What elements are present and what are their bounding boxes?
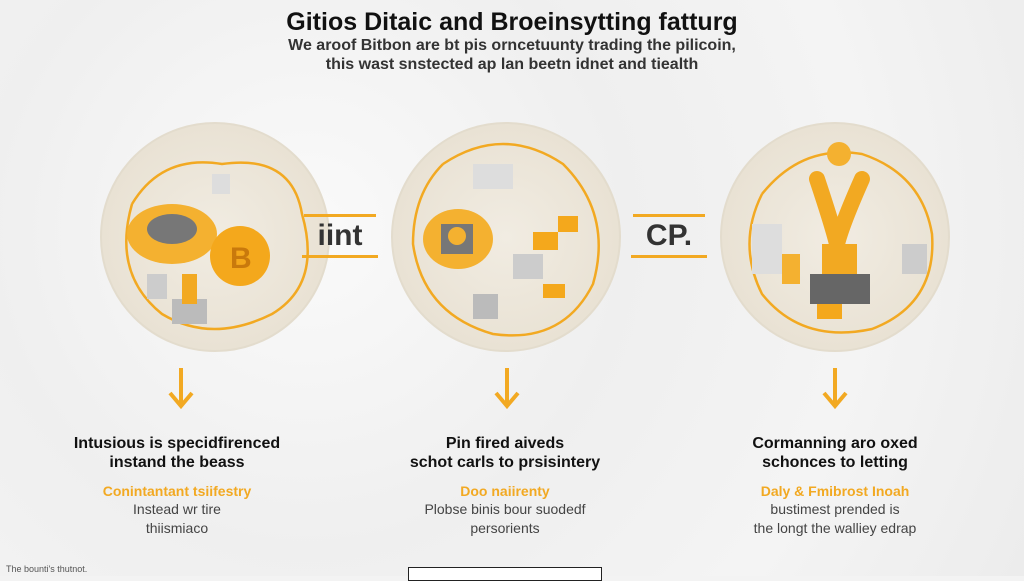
column-heading: Intusious is specidfirenced	[73, 435, 281, 452]
arrow-down-icon	[822, 368, 848, 410]
column-heading: schonces to letting	[762, 454, 908, 471]
column-description: persorients	[470, 520, 540, 536]
subtitle: We aroof Bitbon are bt pis orncetuunty t…	[0, 36, 1024, 74]
arrow-down-icon	[168, 368, 194, 410]
illustration-trading-network	[391, 122, 621, 352]
column-description: Plobse binis bour suodedf	[424, 501, 586, 517]
column-highlight: Conintantant tsiifestry	[102, 483, 252, 499]
column-description: bustimest prended is	[770, 501, 900, 517]
column-highlight: Doo naiirenty	[460, 483, 550, 499]
connector-1: iint	[300, 214, 380, 258]
column-2: Pin fired aiveds schot carls to prsisint…	[355, 434, 655, 537]
divider	[304, 214, 376, 217]
arrow-down-icon	[494, 368, 520, 410]
connector-label: CP.	[645, 219, 693, 252]
illustration-crypto-platform	[720, 122, 950, 352]
column-heading: schot carls to prsisintery	[409, 454, 601, 471]
divider	[302, 255, 378, 258]
column-1: Intusious is specidfirenced instand the …	[27, 434, 327, 537]
subtitle-line: We aroof Bitbon are bt pis orncetuunty t…	[288, 37, 736, 54]
column-3: Cormanning aro oxed schonces to letting …	[685, 434, 985, 537]
svg-text:B: B	[230, 242, 252, 275]
column-description: the longt the walliey edrap	[753, 520, 917, 536]
column-heading: instand the beass	[109, 454, 245, 471]
illustration-bitcoin-mining: B	[100, 122, 330, 352]
column-description: thiismiaco	[145, 520, 209, 536]
column-description: Instead wr tire	[133, 501, 221, 517]
bottom-button[interactable]	[408, 567, 602, 581]
subtitle-line: this wast snstected ap lan beetn idnet a…	[325, 56, 699, 73]
column-highlight: Daly & Fmibrost Inoah	[760, 483, 910, 499]
page-title: Gitios Ditaic and Broeinsytting fatturg	[286, 8, 738, 36]
divider	[633, 214, 705, 217]
connector-2: CP.	[628, 214, 710, 258]
column-heading: Cormanning aro oxed	[752, 435, 918, 452]
column-heading: Pin fired aiveds	[445, 435, 565, 452]
divider	[631, 255, 707, 258]
footer-caption: The bounti's thutnot.	[6, 564, 88, 574]
connector-label: iint	[317, 219, 363, 252]
